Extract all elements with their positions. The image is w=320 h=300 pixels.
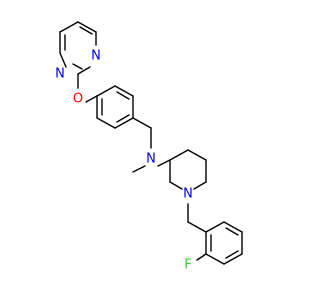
benzene-ring-upper [96,85,134,129]
piperidine-ring [169,149,207,190]
atom-label-piperidine-n: N [183,187,193,202]
atom-label-pyrimidine-n1: N [91,49,101,64]
molecule-structure: N N O N N F [55,21,243,273]
atom-label-fluorine: F [184,258,191,273]
ether-bonds [85,95,98,103]
fluorobenzene-ring [196,221,243,265]
benzyl-linker [132,117,152,149]
atom-label-ether-o: O [73,92,83,107]
atom-label-pyrimidine-n3: N [55,67,65,82]
pyrimidine-ring [59,21,97,89]
atom-label-amine-n: N [146,152,156,167]
fluorobenzyl-linker [187,203,207,233]
amine-bonds [132,159,171,173]
